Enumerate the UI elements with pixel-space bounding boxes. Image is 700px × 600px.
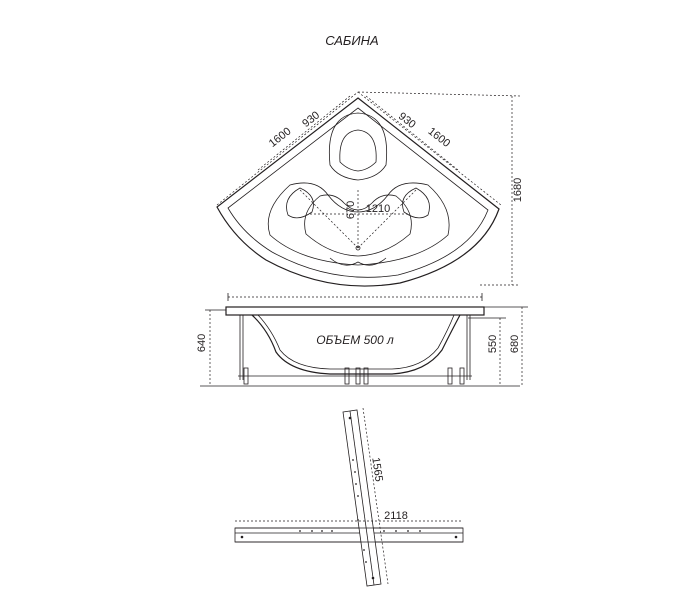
foot-2 [344, 367, 350, 385]
dim-right-outer: 1600 [426, 125, 453, 150]
drawing-title: САБИНА [325, 33, 378, 48]
left-loop [286, 187, 314, 219]
tub-rim-outline [227, 107, 489, 278]
dim-left-inner: 930 [300, 109, 322, 130]
dim-bowl-width: 1210 [366, 203, 390, 215]
top-view: 670 1210 1600 930 930 1600 1680 [216, 91, 524, 287]
frame-view: 1565 2118 [234, 407, 464, 587]
dim-total-height: 680 [509, 335, 521, 353]
foot-3 [355, 367, 361, 385]
tub-bowl-profile [251, 314, 461, 375]
drain-icon [355, 245, 361, 251]
dim-height-total: 1680 [512, 178, 524, 202]
long-beam [234, 527, 464, 543]
dim-left-outer: 1600 [267, 125, 294, 150]
foot-6 [459, 367, 465, 385]
bowl-inner-outline [304, 194, 412, 257]
dim-long-beam: 2118 [384, 510, 408, 522]
dim-right-inner: 930 [396, 110, 418, 131]
headrest-outline [328, 112, 388, 181]
headrest-inner [339, 129, 377, 172]
dim-bowl-depth: 670 [345, 201, 357, 219]
foot-5 [447, 367, 453, 385]
volume-label: ОБЪЕМ 500 л [316, 333, 394, 347]
dim-rim-height: 550 [487, 335, 499, 353]
right-loop [402, 187, 430, 219]
dim-short-beam: 1565 [369, 457, 384, 483]
foot-1 [243, 367, 249, 385]
front-seat [329, 257, 387, 266]
tub-outer-outline [216, 97, 500, 287]
tub-rim [225, 306, 485, 316]
side-view: ОБЪЕМ 500 л 640 550 680 [196, 293, 528, 387]
short-beam [342, 409, 382, 587]
dim-left-height: 640 [196, 334, 208, 352]
foot-4 [363, 367, 369, 385]
bowl-outer-outline [267, 182, 450, 266]
